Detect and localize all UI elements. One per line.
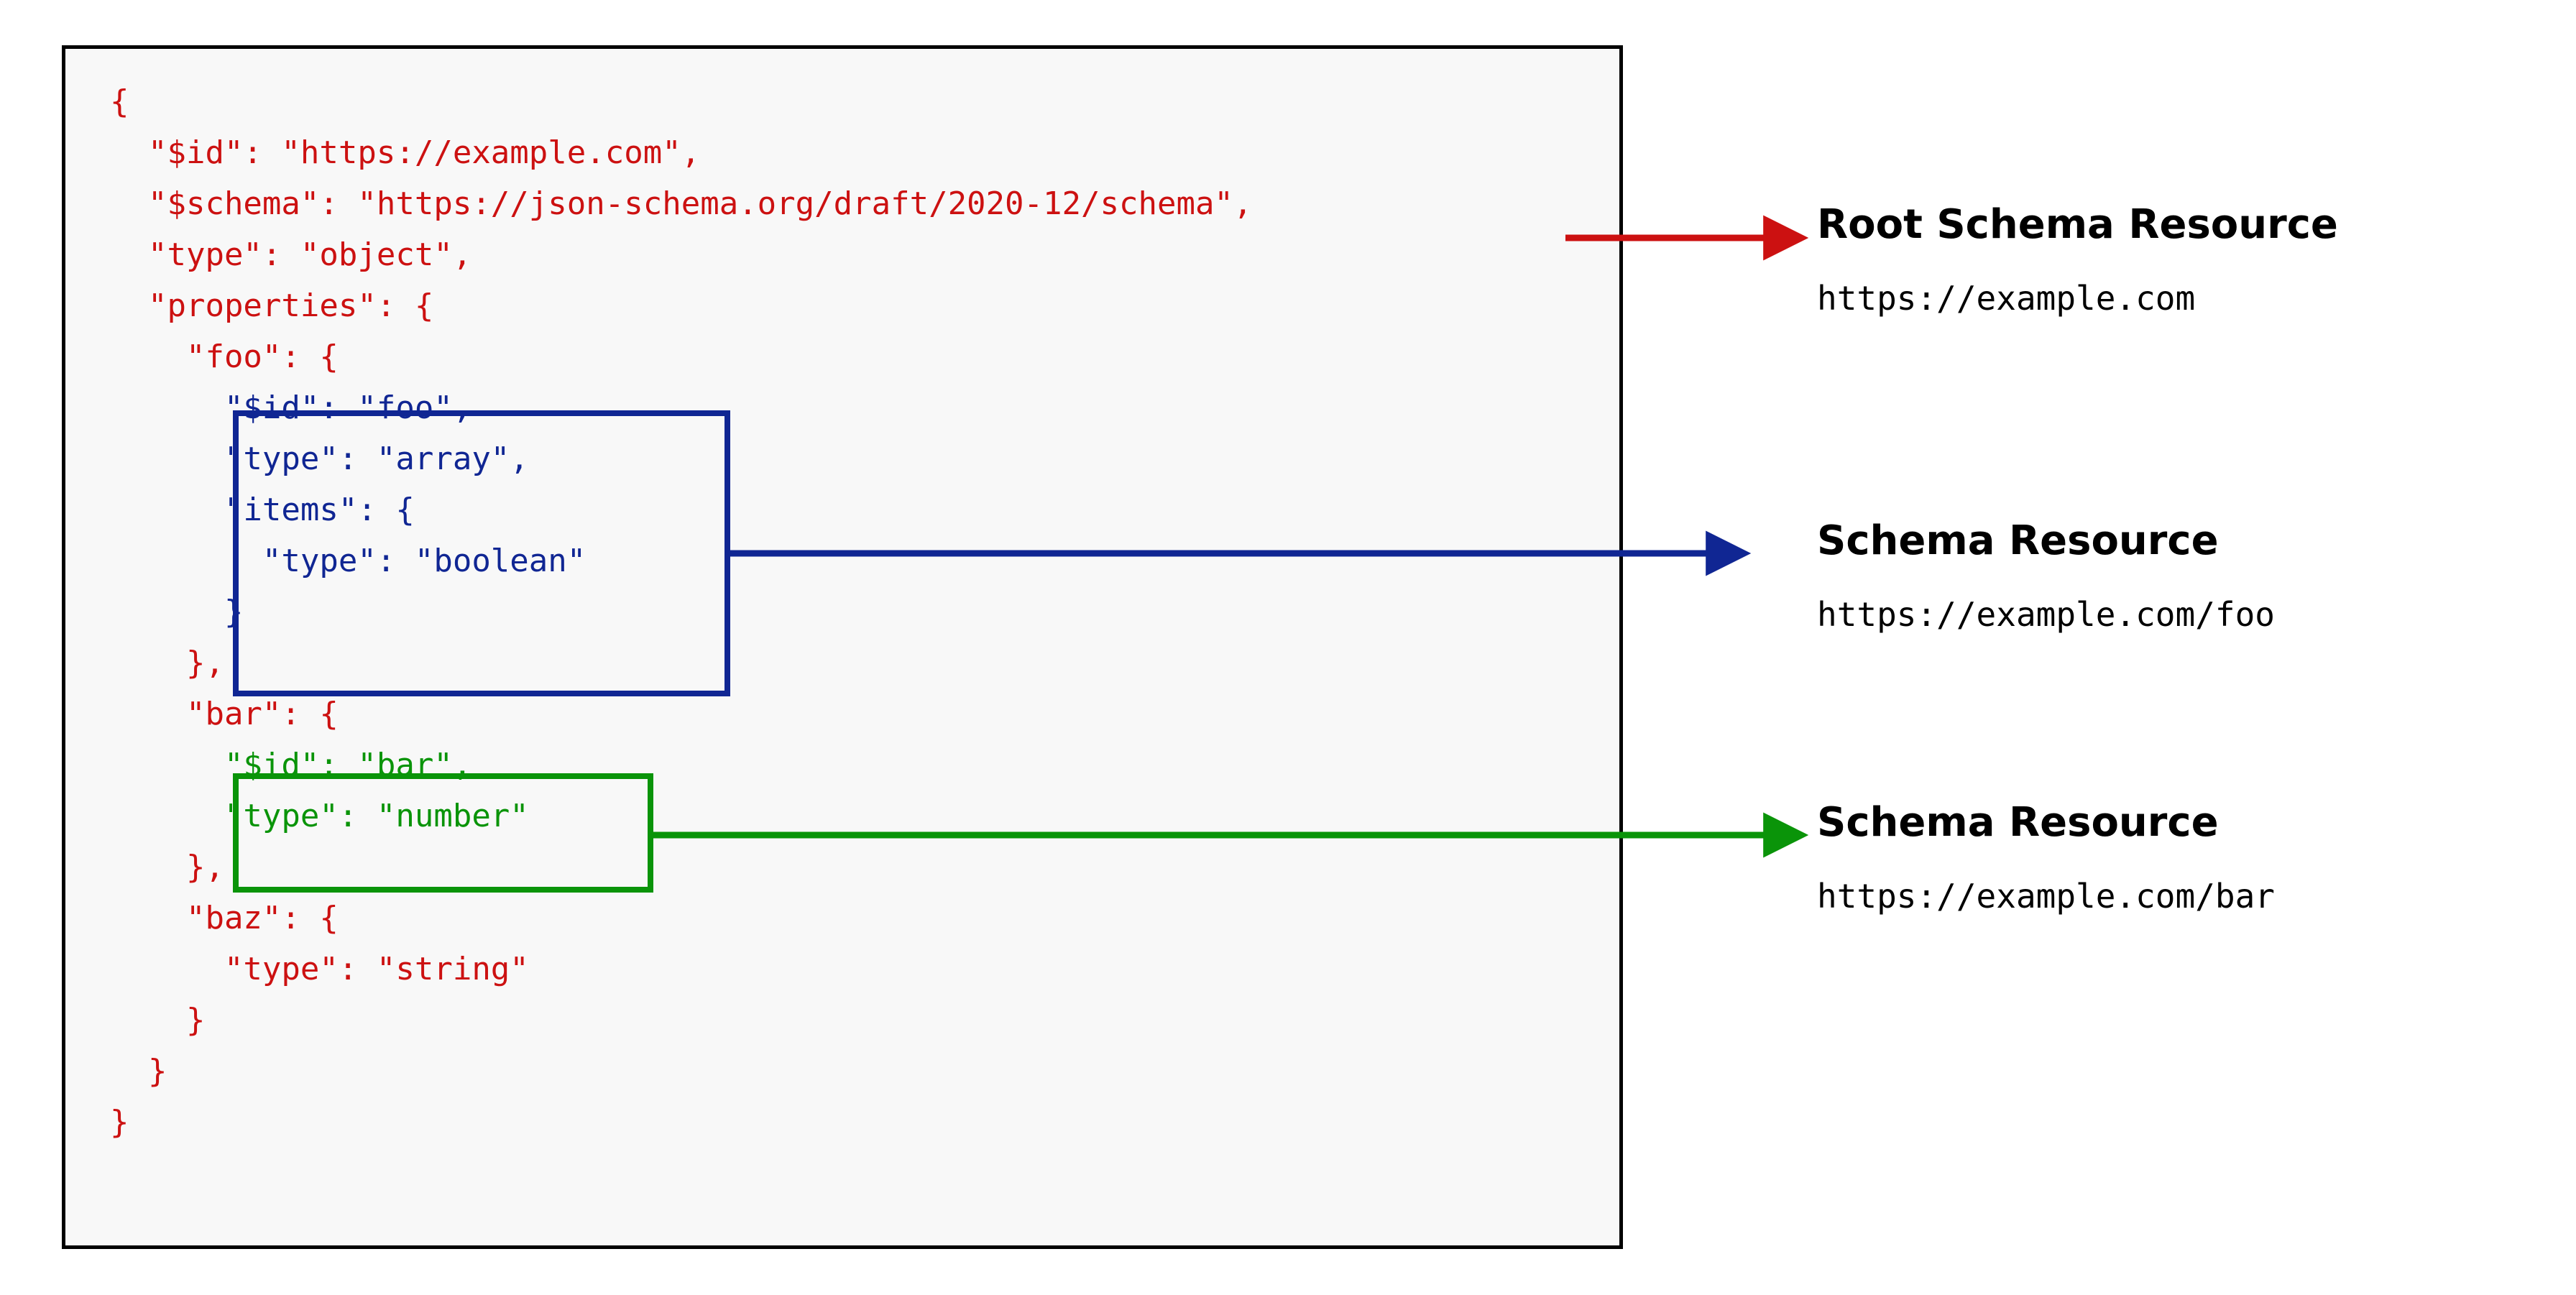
code-line: } (110, 1002, 206, 1038)
code-line: "items": { (110, 492, 415, 528)
code-line: "baz": { (110, 900, 339, 936)
code-line: }, (110, 645, 224, 681)
callout-foo-schema-resource: Schema Resource https://example.com/foo (1817, 519, 2275, 632)
code-line: "type": "string" (110, 951, 529, 987)
code-line: } (110, 1104, 129, 1140)
callout-root-schema-resource: Root Schema Resource https://example.com (1817, 203, 2338, 316)
code-line: "$id": "bar", (110, 747, 472, 783)
callout-title: Root Schema Resource (1817, 201, 2338, 248)
code-line: "properties": { (110, 287, 434, 324)
code-line: "$schema": "https://json-schema.org/draf… (110, 185, 1253, 222)
callout-uri: https://example.com/foo (1817, 594, 2275, 634)
callout-uri: https://example.com/bar (1817, 876, 2275, 916)
code-line: } (110, 1053, 167, 1089)
code-line: "foo": { (110, 338, 339, 375)
callout-uri: https://example.com (1817, 278, 2196, 318)
code-line: { (110, 83, 129, 120)
callout-title: Schema Resource (1817, 517, 2219, 564)
code-line: } (110, 594, 244, 630)
json-schema-code-block: { "$id": "https://example.com", "$schema… (110, 76, 1252, 1148)
code-panel: { "$id": "https://example.com", "$schema… (62, 45, 1623, 1249)
code-line: "bar": { (110, 696, 339, 732)
code-line: "type": "number" (110, 798, 529, 834)
code-line: "type": "array", (110, 441, 529, 477)
callout-bar-schema-resource: Schema Resource https://example.com/bar (1817, 801, 2275, 914)
callout-title: Schema Resource (1817, 799, 2219, 846)
code-line: "type": "boolean" (110, 543, 586, 579)
code-line: "type": "object", (110, 236, 472, 273)
code-line: "$id": "https://example.com", (110, 134, 701, 171)
code-line: "$id": "foo", (110, 390, 472, 426)
code-line: }, (110, 849, 224, 885)
